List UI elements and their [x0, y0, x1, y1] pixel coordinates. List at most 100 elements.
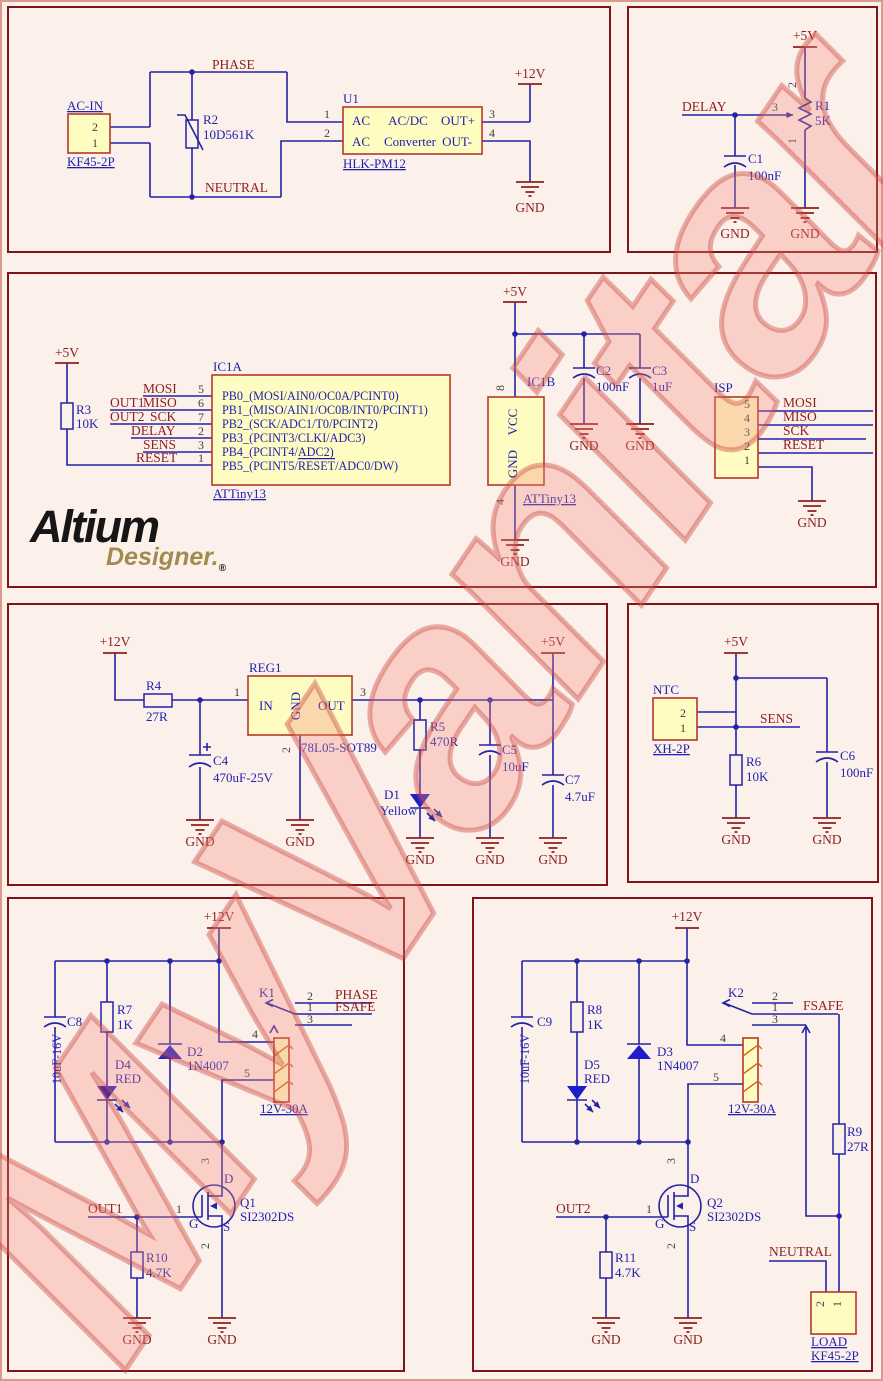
load-designator: LOAD — [811, 1334, 847, 1349]
r9-body — [832, 1123, 846, 1155]
ic1a-row-pb0: PB0_(MOSI/AIN0/OC0A/PCINT0) — [222, 389, 399, 403]
ic1b-part: ATTiny13 — [523, 491, 576, 506]
net-neutral: NEUTRAL — [769, 1244, 832, 1259]
p5v-label: +5V — [724, 634, 748, 649]
net-isp-mosi: MOSI — [783, 395, 817, 410]
q1-part: SI2302DS — [240, 1209, 294, 1224]
r9-designator: R9 — [847, 1124, 862, 1139]
r3-designator: R3 — [76, 402, 91, 417]
reg1-part: 78L05-SOT89 — [301, 740, 377, 755]
junction-dot — [684, 958, 690, 964]
c5-value: 10uF — [502, 759, 529, 774]
gnd-label: GND — [625, 438, 654, 453]
q1-source-label: S — [223, 1219, 230, 1234]
r7-value: 1K — [117, 1017, 134, 1032]
ic1a-pin7: 7 — [198, 410, 204, 424]
r5-value: 470R — [430, 734, 459, 749]
section-frames — [7, 6, 879, 1372]
junction-dot — [685, 1139, 691, 1145]
net-sens: SENS — [143, 437, 176, 452]
r1-value: 5K — [815, 113, 832, 128]
altium-logo-product: Designer.® — [106, 545, 226, 574]
q1-body-circle — [192, 1184, 236, 1228]
junction-dot — [732, 112, 738, 118]
junction-dot — [574, 958, 580, 964]
u1-ac-top: AC — [352, 113, 370, 128]
wires — [114, 653, 554, 838]
c2-designator: C2 — [596, 363, 611, 378]
reg1-out: OUT — [318, 698, 345, 713]
q2-source-label: S — [689, 1219, 696, 1234]
ic1b-designator: IC1B — [527, 374, 556, 389]
junction-dot — [167, 958, 173, 964]
section-ntc: +5V NTC 2 1 XH-2P SENS R6 10K C6 100nF G… — [652, 634, 873, 847]
u1-outminus: OUT- — [442, 134, 472, 149]
k2-coil-hatch — [742, 1044, 763, 1093]
r10-designator: R10 — [146, 1250, 168, 1265]
frame-relay1 — [7, 897, 405, 1372]
r2-designator: R2 — [203, 112, 218, 127]
cap-plates — [188, 743, 565, 786]
c6-value: 100nF — [840, 765, 873, 780]
q2-arrow — [676, 1202, 683, 1210]
isp-pin1: 1 — [744, 453, 750, 467]
d5-led-triangle — [567, 1086, 587, 1100]
k1-pin1: 1 — [307, 1000, 313, 1014]
c1-plates — [723, 155, 747, 168]
u1-pin1: 1 — [324, 107, 330, 121]
c7-value: 4.7uF — [565, 789, 595, 804]
gnd-label: GND — [721, 832, 750, 847]
ic1a-row-pb4: PB4_(PCINT4/ADC2) — [222, 445, 334, 459]
ic1a-designator: IC1A — [213, 359, 243, 374]
isp-pin5: 5 — [744, 397, 750, 411]
k2-pin5: 5 — [713, 1070, 719, 1084]
junction-dot — [487, 697, 493, 703]
p5v-label: +5V — [55, 345, 79, 360]
r8-value: 1K — [587, 1017, 604, 1032]
section-regulator: +12V R4 27R C4 470uF-25V REG1 1 3 2 IN G… — [100, 634, 595, 867]
reg1-pin1: 1 — [234, 685, 240, 699]
ac-in-pin1: 1 — [92, 136, 98, 150]
junction-dot — [636, 1139, 642, 1145]
p5v-label: +5V — [793, 28, 817, 43]
reg1-in: IN — [259, 698, 273, 713]
junction-dot — [104, 958, 110, 964]
r1-pin2: 2 — [785, 82, 799, 88]
junction-dot — [733, 675, 739, 681]
c9-designator: C9 — [537, 1014, 552, 1029]
net-sens: SENS — [760, 711, 793, 726]
frame-delay-pot — [627, 6, 878, 253]
power-ground-symbols — [721, 46, 819, 223]
junction-dot — [134, 1214, 140, 1220]
r5-body — [413, 719, 427, 751]
q1-gate-label: G — [189, 1216, 198, 1231]
k1-pin5: 5 — [244, 1066, 250, 1080]
ic1b-vcc: VCC — [505, 409, 520, 436]
r9-value: 27R — [847, 1139, 869, 1154]
ic1a-pin3: 3 — [198, 438, 204, 452]
ic1a-row-pb5-a: PB5_(PCINT5/ — [222, 459, 298, 473]
d3-value: 1N4007 — [657, 1058, 699, 1073]
k1-pin4: 4 — [252, 1027, 258, 1041]
r7-body — [100, 1001, 114, 1033]
c2-value: 100nF — [596, 379, 629, 394]
junction-dot — [636, 958, 642, 964]
r7-designator: R7 — [117, 1002, 133, 1017]
wires — [66, 302, 873, 540]
q2-pin3: 3 — [664, 1158, 678, 1164]
d3-diode-triangle — [627, 1045, 651, 1059]
varistor-stroke — [177, 114, 204, 151]
d2-diode-triangle — [158, 1045, 182, 1059]
ic1b-gnd: GND — [505, 450, 520, 478]
u1-pin3: 3 — [489, 107, 495, 121]
reg1-pin3: 3 — [360, 685, 366, 699]
altium-designer-logo: Altium Designer.® — [30, 504, 226, 574]
q2-pin2: 2 — [664, 1243, 678, 1249]
power-ground-symbols — [592, 927, 702, 1333]
net-fsafe: FSAFE — [335, 999, 376, 1014]
junction-dot — [603, 1214, 609, 1220]
gnd-label: GND — [591, 1332, 620, 1347]
varistor-body — [185, 119, 199, 149]
p5v-label: +5V — [503, 284, 527, 299]
